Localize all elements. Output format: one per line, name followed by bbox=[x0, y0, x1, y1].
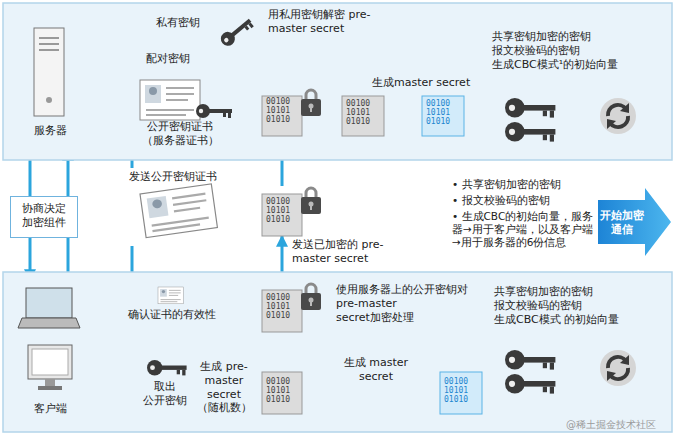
encrypted-data-tile: 00100 10101 01010 bbox=[262, 186, 324, 236]
annotation-label: • 共享密钥加密的密钥 bbox=[452, 178, 594, 191]
node-text: 共享密钥加密的密钥 报文校验码的密钥 生成CBC模式¹的初始向量 bbox=[492, 30, 642, 71]
node-text: 00100 10101 01010 bbox=[266, 98, 300, 124]
key-set: 共享密钥加密的密钥 报文校验码的密钥 生成CBC模式¹的初始向量 bbox=[486, 28, 668, 148]
encrypted-data-tile: 00100 10101 01010 bbox=[262, 282, 324, 332]
server-certificate: 公开密钥证书 （服务器证书） bbox=[125, 76, 235, 152]
node-text: 确认证书的有效性 bbox=[112, 308, 232, 322]
node-text: 协商决定加密组件 bbox=[17, 202, 71, 230]
annotation-label: • 报文校验码的密钥 bbox=[452, 194, 594, 207]
annotation-label: 生成 pre-master secret （随机数） bbox=[188, 360, 260, 415]
annotation-label: 用私用密钥解密 pre-master secret bbox=[268, 8, 380, 36]
certificate-check: 确认证书的有效性 bbox=[112, 284, 232, 332]
pre-master-tile: 00100 10101 01010 bbox=[262, 372, 302, 414]
node-text: 发送公开密钥证书 bbox=[108, 170, 238, 184]
node-text: 私有密钥 bbox=[156, 16, 258, 30]
watermark-text: @稀土掘金技术社区 bbox=[566, 419, 666, 432]
node-text: 00100 10101 01010 bbox=[426, 100, 460, 126]
node-text: 00100 10101 01010 bbox=[266, 198, 300, 224]
node-text: 00100 10101 01010 bbox=[444, 378, 478, 404]
client-icon: 客户端 bbox=[12, 280, 88, 428]
node-text: 00100 10101 01010 bbox=[266, 294, 300, 320]
master-secret-tile: 00100 10101 01010 bbox=[440, 372, 482, 414]
annotation-label: 发送已加密的 pre-master secret bbox=[292, 238, 404, 266]
annotation-label: 使用服务器上的公开密钥对 pre-master secret加密处理 bbox=[336, 283, 478, 324]
node-text: 客户端 bbox=[12, 402, 88, 416]
encrypted-data-tile: 00100 10101 01010 bbox=[262, 88, 324, 136]
node-text: 开始加密通信 bbox=[598, 209, 646, 237]
master-secret-tile: 00100 10101 01010 bbox=[422, 96, 464, 136]
edge-label: 配对密钥 bbox=[146, 52, 200, 66]
server-icon: 服务器 bbox=[18, 24, 82, 150]
sent-certificate: 发送公开密钥证书 bbox=[108, 168, 238, 246]
node-text: 服务器 bbox=[18, 124, 82, 138]
public-key: 取出 公开密钥 bbox=[135, 352, 195, 428]
negotiation-box: 协商决定加密组件 bbox=[10, 196, 78, 238]
node-text: 00100 10101 01010 bbox=[266, 378, 300, 404]
edge-label: 生成master secret bbox=[372, 76, 482, 90]
node-text: 00100 10101 01010 bbox=[346, 100, 380, 126]
node-text: 共享密钥加密的密钥 报文校验码的密钥 生成CBC模式 的初始向量 bbox=[494, 285, 644, 326]
start-arrow: 开始加密通信 bbox=[598, 207, 646, 239]
node-text: 取出 公开密钥 bbox=[135, 380, 195, 408]
edge-label: 生成 master secret bbox=[330, 356, 422, 384]
decrypted-data-tile: 00100 10101 01010 bbox=[342, 96, 384, 136]
node-text: 公开密钥证书 （服务器证书） bbox=[125, 120, 235, 148]
key-set: 共享密钥加密的密钥 报文校验码的密钥 生成CBC模式 的初始向量 bbox=[488, 283, 668, 412]
annotation-label: • 生成CBC的初始向量，服务器→用于客户端，以及客户端→用于服务器的6份信息 bbox=[452, 210, 594, 249]
private-key: 私有密钥 bbox=[150, 4, 258, 44]
